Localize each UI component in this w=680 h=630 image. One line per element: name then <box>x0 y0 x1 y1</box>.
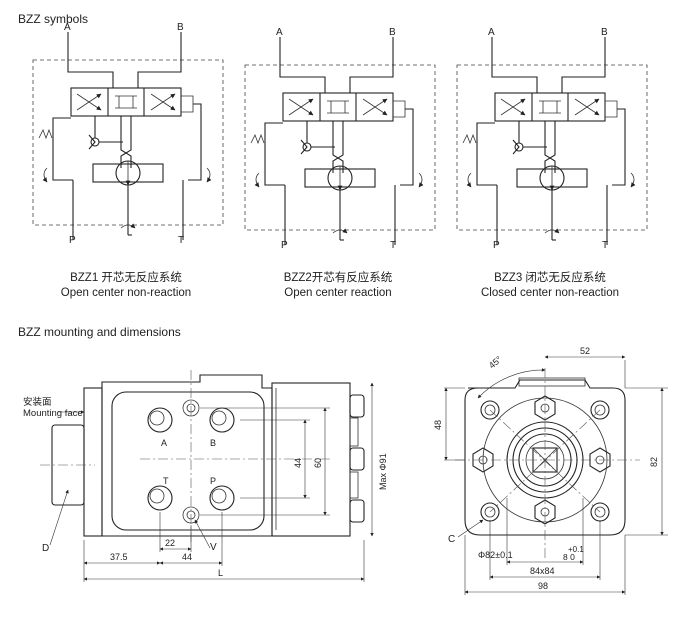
dim-l: L <box>218 568 223 578</box>
label-c: C <box>448 534 455 545</box>
bzz3-port-a: A <box>488 27 495 38</box>
dim-44-vertical: 44 <box>293 458 303 468</box>
front-view-drawing <box>444 355 668 595</box>
bzz1-port-t: T <box>178 235 184 246</box>
bzz1-caption-cn: BZZ1 开芯无反应系统 <box>70 272 182 284</box>
dim-37-5: 37.5 <box>110 552 128 562</box>
bzz2-port-b: B <box>389 27 396 38</box>
bzz1-port-b: B <box>177 22 184 33</box>
bzz1-port-p: P <box>69 235 76 246</box>
label-d: D <box>42 543 49 554</box>
bzz1-caption-en: Open center non-reaction <box>60 287 192 299</box>
dim-98: 98 <box>538 581 548 591</box>
bzz2-port-a: A <box>276 27 283 38</box>
dim-60: 60 <box>313 458 323 468</box>
side-port-b: B <box>210 438 216 448</box>
bzz3-caption: BZZ3 闭芯无反应系统 Closed center non-reaction <box>450 271 650 301</box>
mounting-face-label-cn: 安装面 <box>23 396 52 408</box>
dim-tolerance-top: +0.1 <box>568 545 584 554</box>
bzz2-caption-en: Open center reaction <box>284 287 392 299</box>
bzz3-port-t: T <box>602 240 608 251</box>
side-port-a: A <box>161 438 167 448</box>
label-v: V <box>210 542 217 553</box>
bzz3-port-b: B <box>601 27 608 38</box>
dim-angle-45: 45° <box>487 354 504 371</box>
bzz3-caption-cn: BZZ3 闭芯无反应系统 <box>494 272 606 284</box>
dim-84x84: 84x84 <box>530 566 555 576</box>
dim-52: 52 <box>580 346 590 356</box>
bzz2-port-t: T <box>390 240 396 251</box>
mounting-face-label-en: Mounting face <box>23 408 83 419</box>
bzz1-port-a: A <box>64 22 71 33</box>
bzz2-symbol: A B P T <box>245 27 435 251</box>
dim-82: 82 <box>649 457 659 467</box>
bzz3-port-p: P <box>493 240 500 251</box>
bzz3-caption-en: Closed center non-reaction <box>480 287 620 299</box>
side-port-p: P <box>210 476 216 486</box>
dim-bore-82: Φ82±0.1 <box>478 550 513 560</box>
dim-max-91: Max Φ91 <box>378 453 388 490</box>
dim-tolerance-bottom: 8 0 <box>563 552 575 562</box>
bzz2-caption-cn: BZZ2开芯有反应系统 <box>283 272 393 284</box>
mounting-section-title: BZZ mounting and dimensions <box>18 325 181 339</box>
bzz2-port-p: P <box>281 240 288 251</box>
symbols-section-title: BZZ symbols <box>18 12 89 26</box>
dim-44-horizontal: 44 <box>182 552 192 562</box>
bzz1-caption: BZZ1 开芯无反应系统 Open center non-reaction <box>26 271 226 301</box>
bzz1-symbol: A B P T <box>33 22 223 246</box>
dim-22: 22 <box>165 538 175 548</box>
side-port-t: T <box>163 476 169 486</box>
bzz2-caption: BZZ2开芯有反应系统 Open center reaction <box>238 271 438 301</box>
bzz3-symbol: A B P T <box>457 27 647 251</box>
side-view-drawing <box>40 370 374 582</box>
dim-48: 48 <box>433 420 443 430</box>
